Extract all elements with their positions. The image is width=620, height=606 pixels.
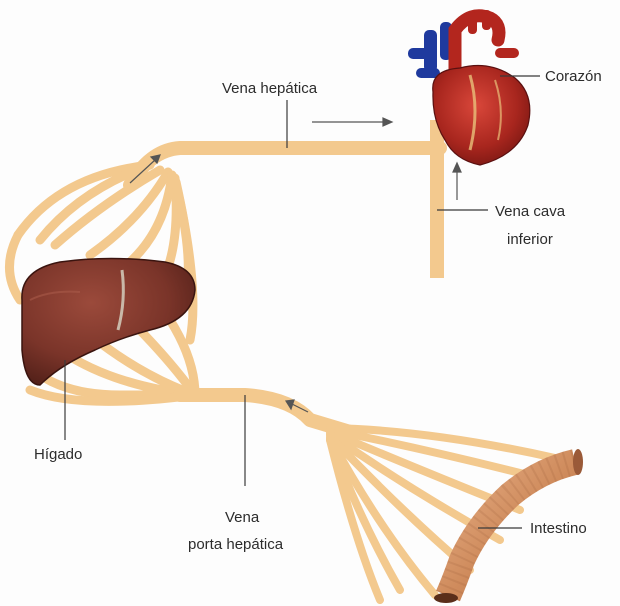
label-vena-porta-line2: porta hepática	[188, 536, 284, 553]
label-vena-cava-line1: Vena cava	[495, 203, 566, 220]
portal-vein-intestine-branches	[330, 428, 555, 600]
label-vena-hepatica: Vena hepática	[222, 80, 318, 97]
label-intestino: Intestino	[530, 520, 587, 537]
flow-arrow-hepatic	[312, 118, 392, 126]
flow-arrow-cava	[453, 163, 461, 200]
portal-vein-trunk	[180, 395, 350, 432]
label-vena-cava-line2: inferior	[507, 231, 553, 248]
label-higado: Hígado	[34, 446, 82, 463]
label-vena-porta-line1: Vena	[225, 509, 260, 526]
label-corazon: Corazón	[545, 68, 602, 85]
